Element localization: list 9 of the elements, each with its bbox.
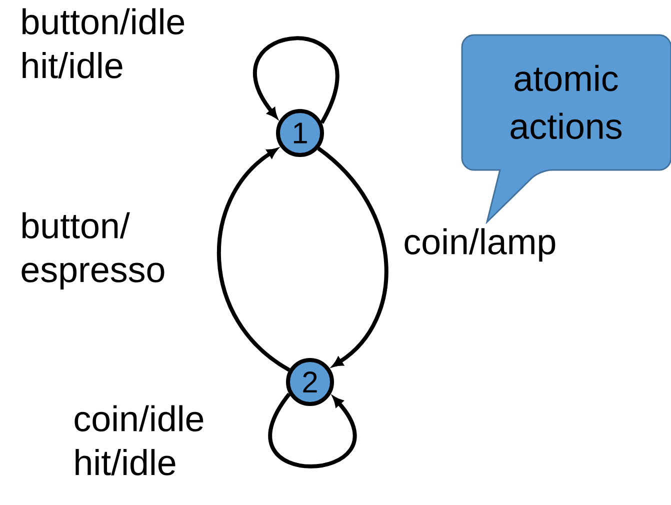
edge-label: button/idle hit/idle bbox=[22, 8, 184, 78]
transition-arrow bbox=[217, 148, 290, 372]
edge-label: coin/lamp bbox=[404, 228, 556, 262]
edge-label: button/ espresso bbox=[22, 212, 164, 290]
edge-label: coin/idle hit/idle bbox=[74, 405, 204, 476]
transition-arrow bbox=[317, 146, 388, 367]
transition-arrow bbox=[268, 392, 357, 468]
speech-bubble: atomic actions bbox=[461, 34, 671, 223]
transition-arrow bbox=[252, 36, 340, 124]
